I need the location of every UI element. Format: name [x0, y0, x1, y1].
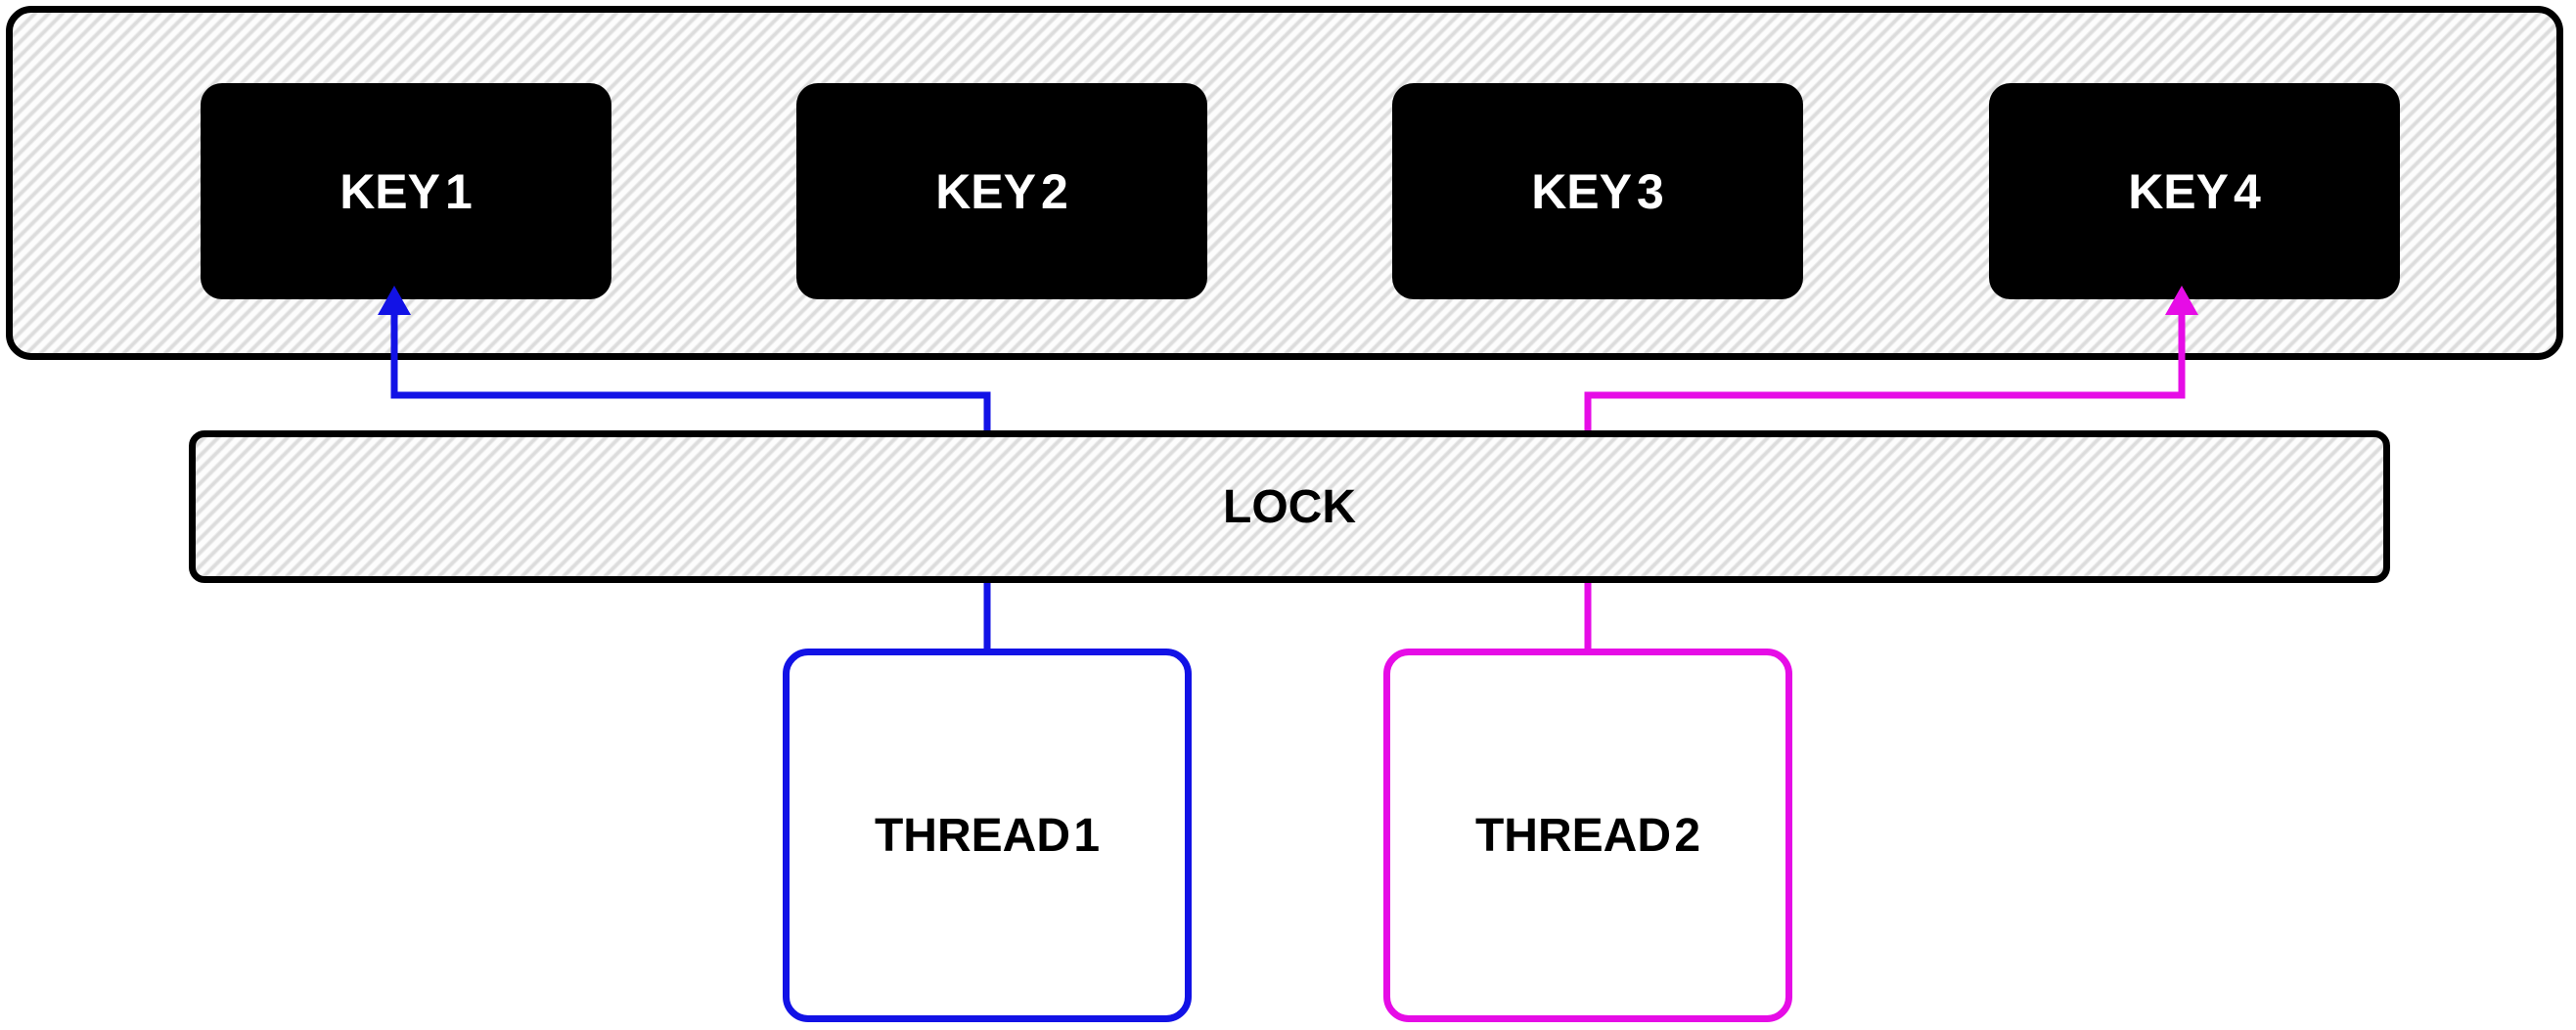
key-rack-container: KEY 1 KEY 2 KEY 3 KEY 4	[6, 6, 2563, 360]
key-box-4: KEY 4	[1989, 83, 2400, 299]
key-box-1: KEY 1	[201, 83, 611, 299]
key-label-1: KEY 1	[339, 163, 473, 219]
key-box-3: KEY 3	[1392, 83, 1803, 299]
key-box-2: KEY 2	[796, 83, 1207, 299]
lock-label: LOCK	[1223, 480, 1356, 533]
key-label-2: KEY 2	[935, 163, 1068, 219]
thread1-box: THREAD 1	[783, 649, 1192, 1022]
thread2-label: THREAD 2	[1474, 809, 1701, 862]
lock-bar: LOCK	[189, 430, 2390, 583]
thread2-box: THREAD 2	[1383, 649, 1792, 1022]
key-label-3: KEY 3	[1531, 163, 1664, 219]
key-label-4: KEY 4	[2128, 163, 2261, 219]
thread1-label: THREAD 1	[874, 809, 1101, 862]
